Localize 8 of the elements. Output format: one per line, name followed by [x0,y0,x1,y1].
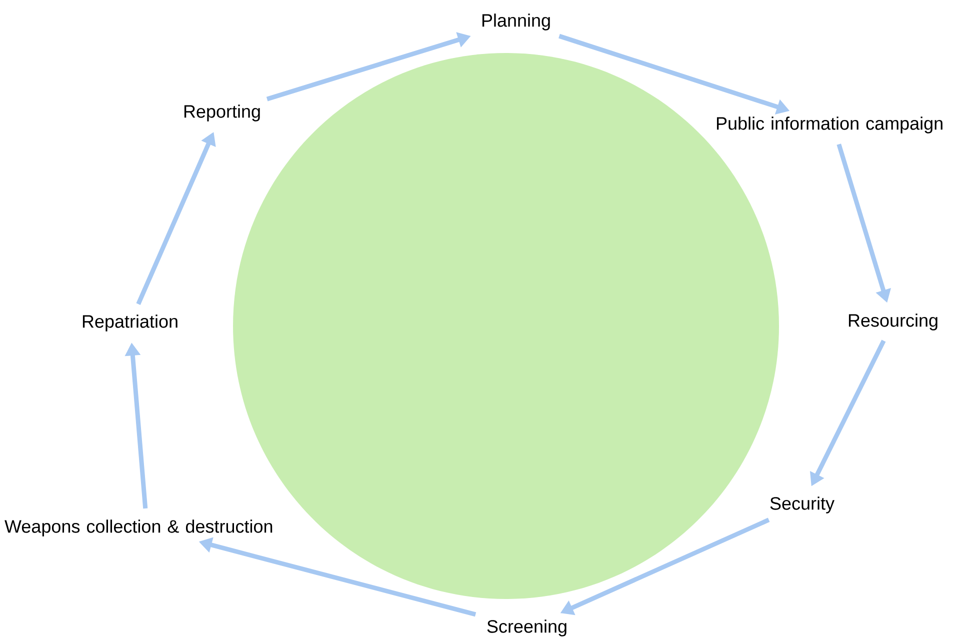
step-label: Repatriation [82,314,178,332]
step-label: Planning [482,14,550,30]
step-label: Screening [487,620,566,636]
step-label: Resourcing [848,314,938,330]
step-label: Security [770,496,834,514]
step-label: Public information campaign [716,116,942,134]
step-label: Reporting [184,104,260,122]
step-label: Weapons collection & destruction [4,520,272,536]
